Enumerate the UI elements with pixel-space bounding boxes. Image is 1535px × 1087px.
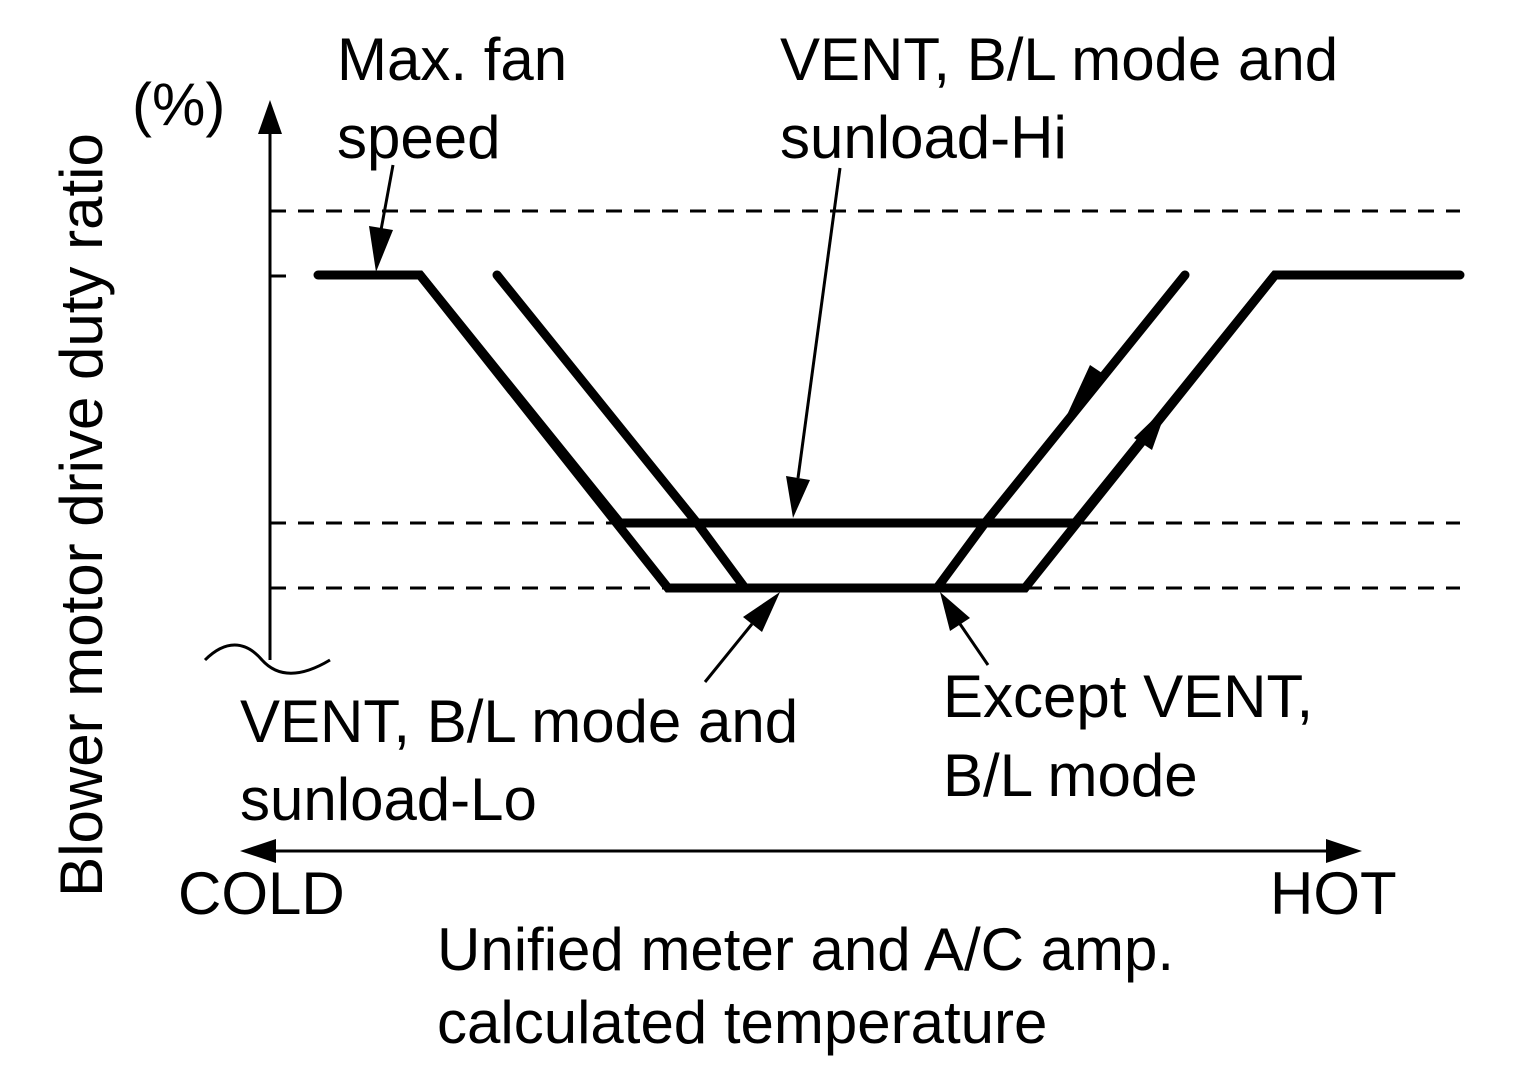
leader-sunload-hi-head (786, 476, 810, 518)
axis-break-mark (203, 643, 331, 675)
x-axis-arrowhead-right (1326, 839, 1362, 863)
arrow-decrease-direction (1067, 365, 1108, 415)
leader-sunload-lo (703, 623, 754, 683)
x-axis-caption-line2: calculated temperature (437, 989, 1047, 1056)
label-sunload-lo-line2: sunload-Lo (240, 766, 537, 833)
x-axis-caption-line1: Unified meter and A/C amp. (437, 916, 1174, 983)
y-axis-unit: (%) (132, 71, 225, 138)
leader-except-vent-head (940, 592, 970, 631)
label-sunload-hi-line1: VENT, B/L mode and (780, 26, 1338, 93)
y-axis-arrowhead (258, 100, 282, 134)
x-label-cold: COLD (178, 860, 345, 927)
x-axis-arrowhead-left (240, 839, 276, 863)
leader-sunload-hi (796, 167, 842, 479)
label-except-vent-line2: B/L mode (943, 742, 1198, 809)
leader-sunload-lo-head (743, 592, 780, 632)
x-label-hot: HOT (1270, 860, 1397, 927)
y-axis-label: Blower motor drive duty ratio (48, 133, 115, 897)
leader-except-vent (958, 623, 990, 666)
curve-sunload-hi (313, 270, 1465, 528)
leader-max-fan-head (369, 226, 393, 272)
label-max-fan-line2: speed (337, 104, 500, 171)
curve-sunload-lo (492, 270, 1190, 593)
label-except-vent-line1: Except VENT, (943, 663, 1313, 730)
label-max-fan-line1: Max. fan (337, 26, 567, 93)
arrow-increase-direction (1134, 405, 1168, 450)
label-sunload-hi-line2: sunload-Hi (780, 104, 1067, 171)
leader-max-fan (379, 164, 395, 231)
label-sunload-lo-line1: VENT, B/L mode and (240, 688, 798, 755)
